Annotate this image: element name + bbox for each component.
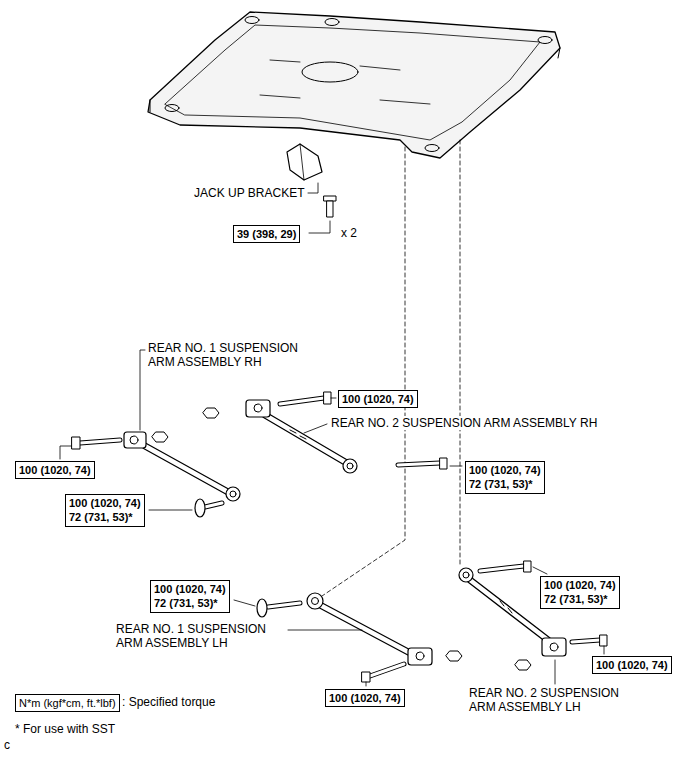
torque-value: 72 (731, 53)* bbox=[544, 592, 616, 606]
part-name: REAR NO. 1 SUSPENSION ARM ASSEMBLY RH bbox=[147, 341, 317, 370]
part-name: REAR NO. 1 SUSPENSION ARM ASSEMBLY LH bbox=[115, 622, 285, 651]
torque-value: 100 (1020, 74) bbox=[329, 691, 401, 705]
torque-spec: 100 (1020, 74) bbox=[325, 689, 405, 707]
torque-spec: 100 (1020, 74) bbox=[338, 390, 418, 408]
legend-text: : Specified torque bbox=[121, 695, 216, 709]
torque-spec: 100 (1020, 74) bbox=[15, 461, 95, 479]
torque-value: 72 (731, 53)* bbox=[69, 510, 141, 524]
torque-value: 39 (398, 29) bbox=[237, 227, 296, 241]
figure-code: c bbox=[3, 738, 11, 752]
torque-value: 100 (1020, 74) bbox=[596, 658, 668, 672]
torque-spec: 100 (1020, 74) bbox=[592, 656, 672, 674]
part-name: REAR NO. 2 SUSPENSION ARM ASSEMBLY RH bbox=[330, 416, 598, 430]
torque-value: 100 (1020, 74) bbox=[69, 496, 141, 510]
torque-spec: 100 (1020, 74)72 (731, 53)* bbox=[465, 461, 545, 494]
torque-spec: 100 (1020, 74)72 (731, 53)* bbox=[150, 580, 230, 613]
torque-spec: 39 (398, 29) bbox=[233, 225, 300, 243]
part-name: REAR NO. 2 SUSPENSION ARM ASSEMBLY LH bbox=[468, 686, 638, 715]
torque-value: 100 (1020, 74) bbox=[154, 582, 226, 596]
torque-spec: 100 (1020, 74)72 (731, 53)* bbox=[65, 494, 145, 527]
torque-value: 72 (731, 53)* bbox=[154, 596, 226, 610]
torque-value: 100 (1020, 74) bbox=[19, 463, 91, 477]
torque-value: 100 (1020, 74) bbox=[469, 463, 541, 477]
quantity: x 2 bbox=[340, 226, 358, 240]
torque-value: 100 (1020, 74) bbox=[544, 578, 616, 592]
footnote: * For use with SST bbox=[14, 722, 116, 736]
part-name: JACK UP BRACKET bbox=[193, 186, 305, 200]
torque-value: 72 (731, 53)* bbox=[469, 477, 541, 491]
torque-value: 100 (1020, 74) bbox=[342, 392, 414, 406]
torque-spec: 100 (1020, 74)72 (731, 53)* bbox=[540, 576, 620, 609]
torque-value: N*m (kgf*cm, ft.*lbf) bbox=[19, 696, 116, 710]
torque-unit-box: N*m (kgf*cm, ft.*lbf) bbox=[15, 694, 120, 712]
